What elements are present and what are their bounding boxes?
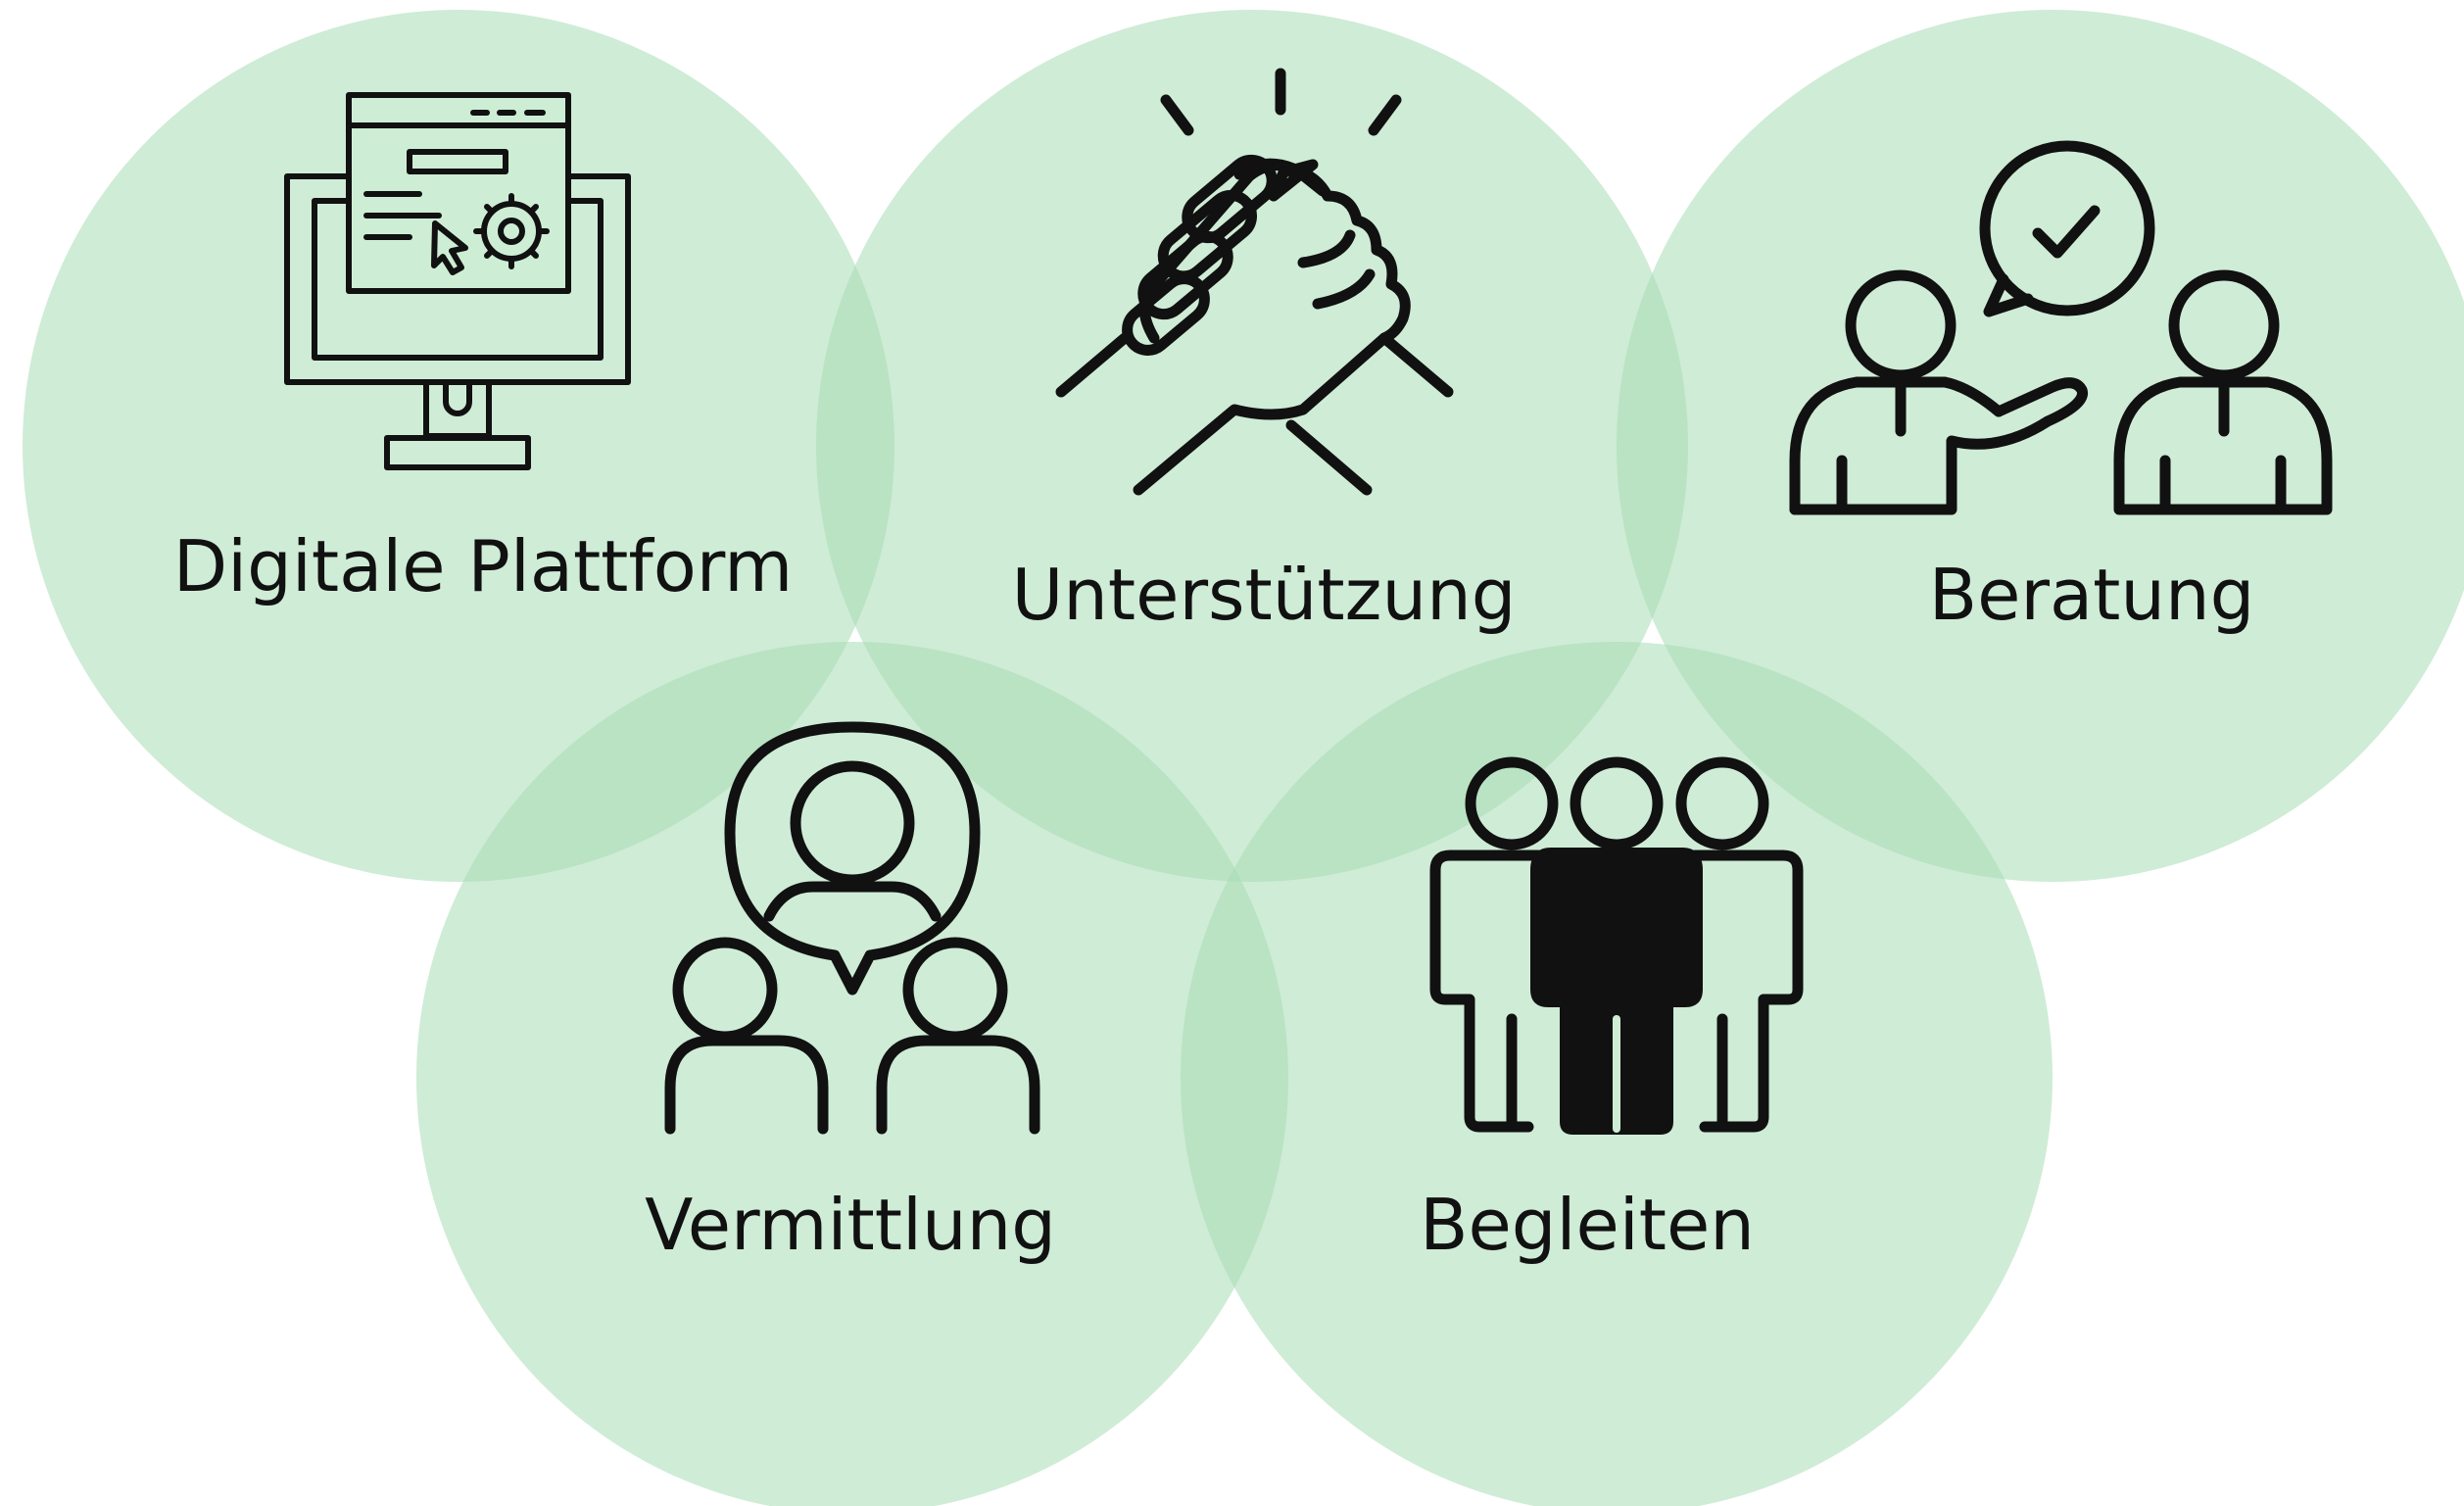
consultation-icon [1789, 140, 2333, 515]
mediation-icon [664, 721, 1040, 1135]
handshake-icon [1055, 68, 1454, 496]
circle-unterstuetzung [816, 10, 1688, 882]
label-digitale-plattform: Digitale Plattform [173, 525, 794, 607]
computer-settings-icon [284, 92, 631, 470]
label-begleiten: Begleiten [1420, 1184, 1755, 1266]
circle-digitale-plattform [23, 10, 894, 882]
label-unterstuetzung: Unterstützung [1012, 554, 1517, 636]
label-vermittlung: Vermittlung [645, 1184, 1056, 1266]
label-beratung: Beratung [1929, 554, 2255, 636]
circle-beratung [1617, 10, 2464, 882]
group-icon [1429, 756, 1804, 1135]
circle-vermittlung [416, 642, 1288, 1506]
